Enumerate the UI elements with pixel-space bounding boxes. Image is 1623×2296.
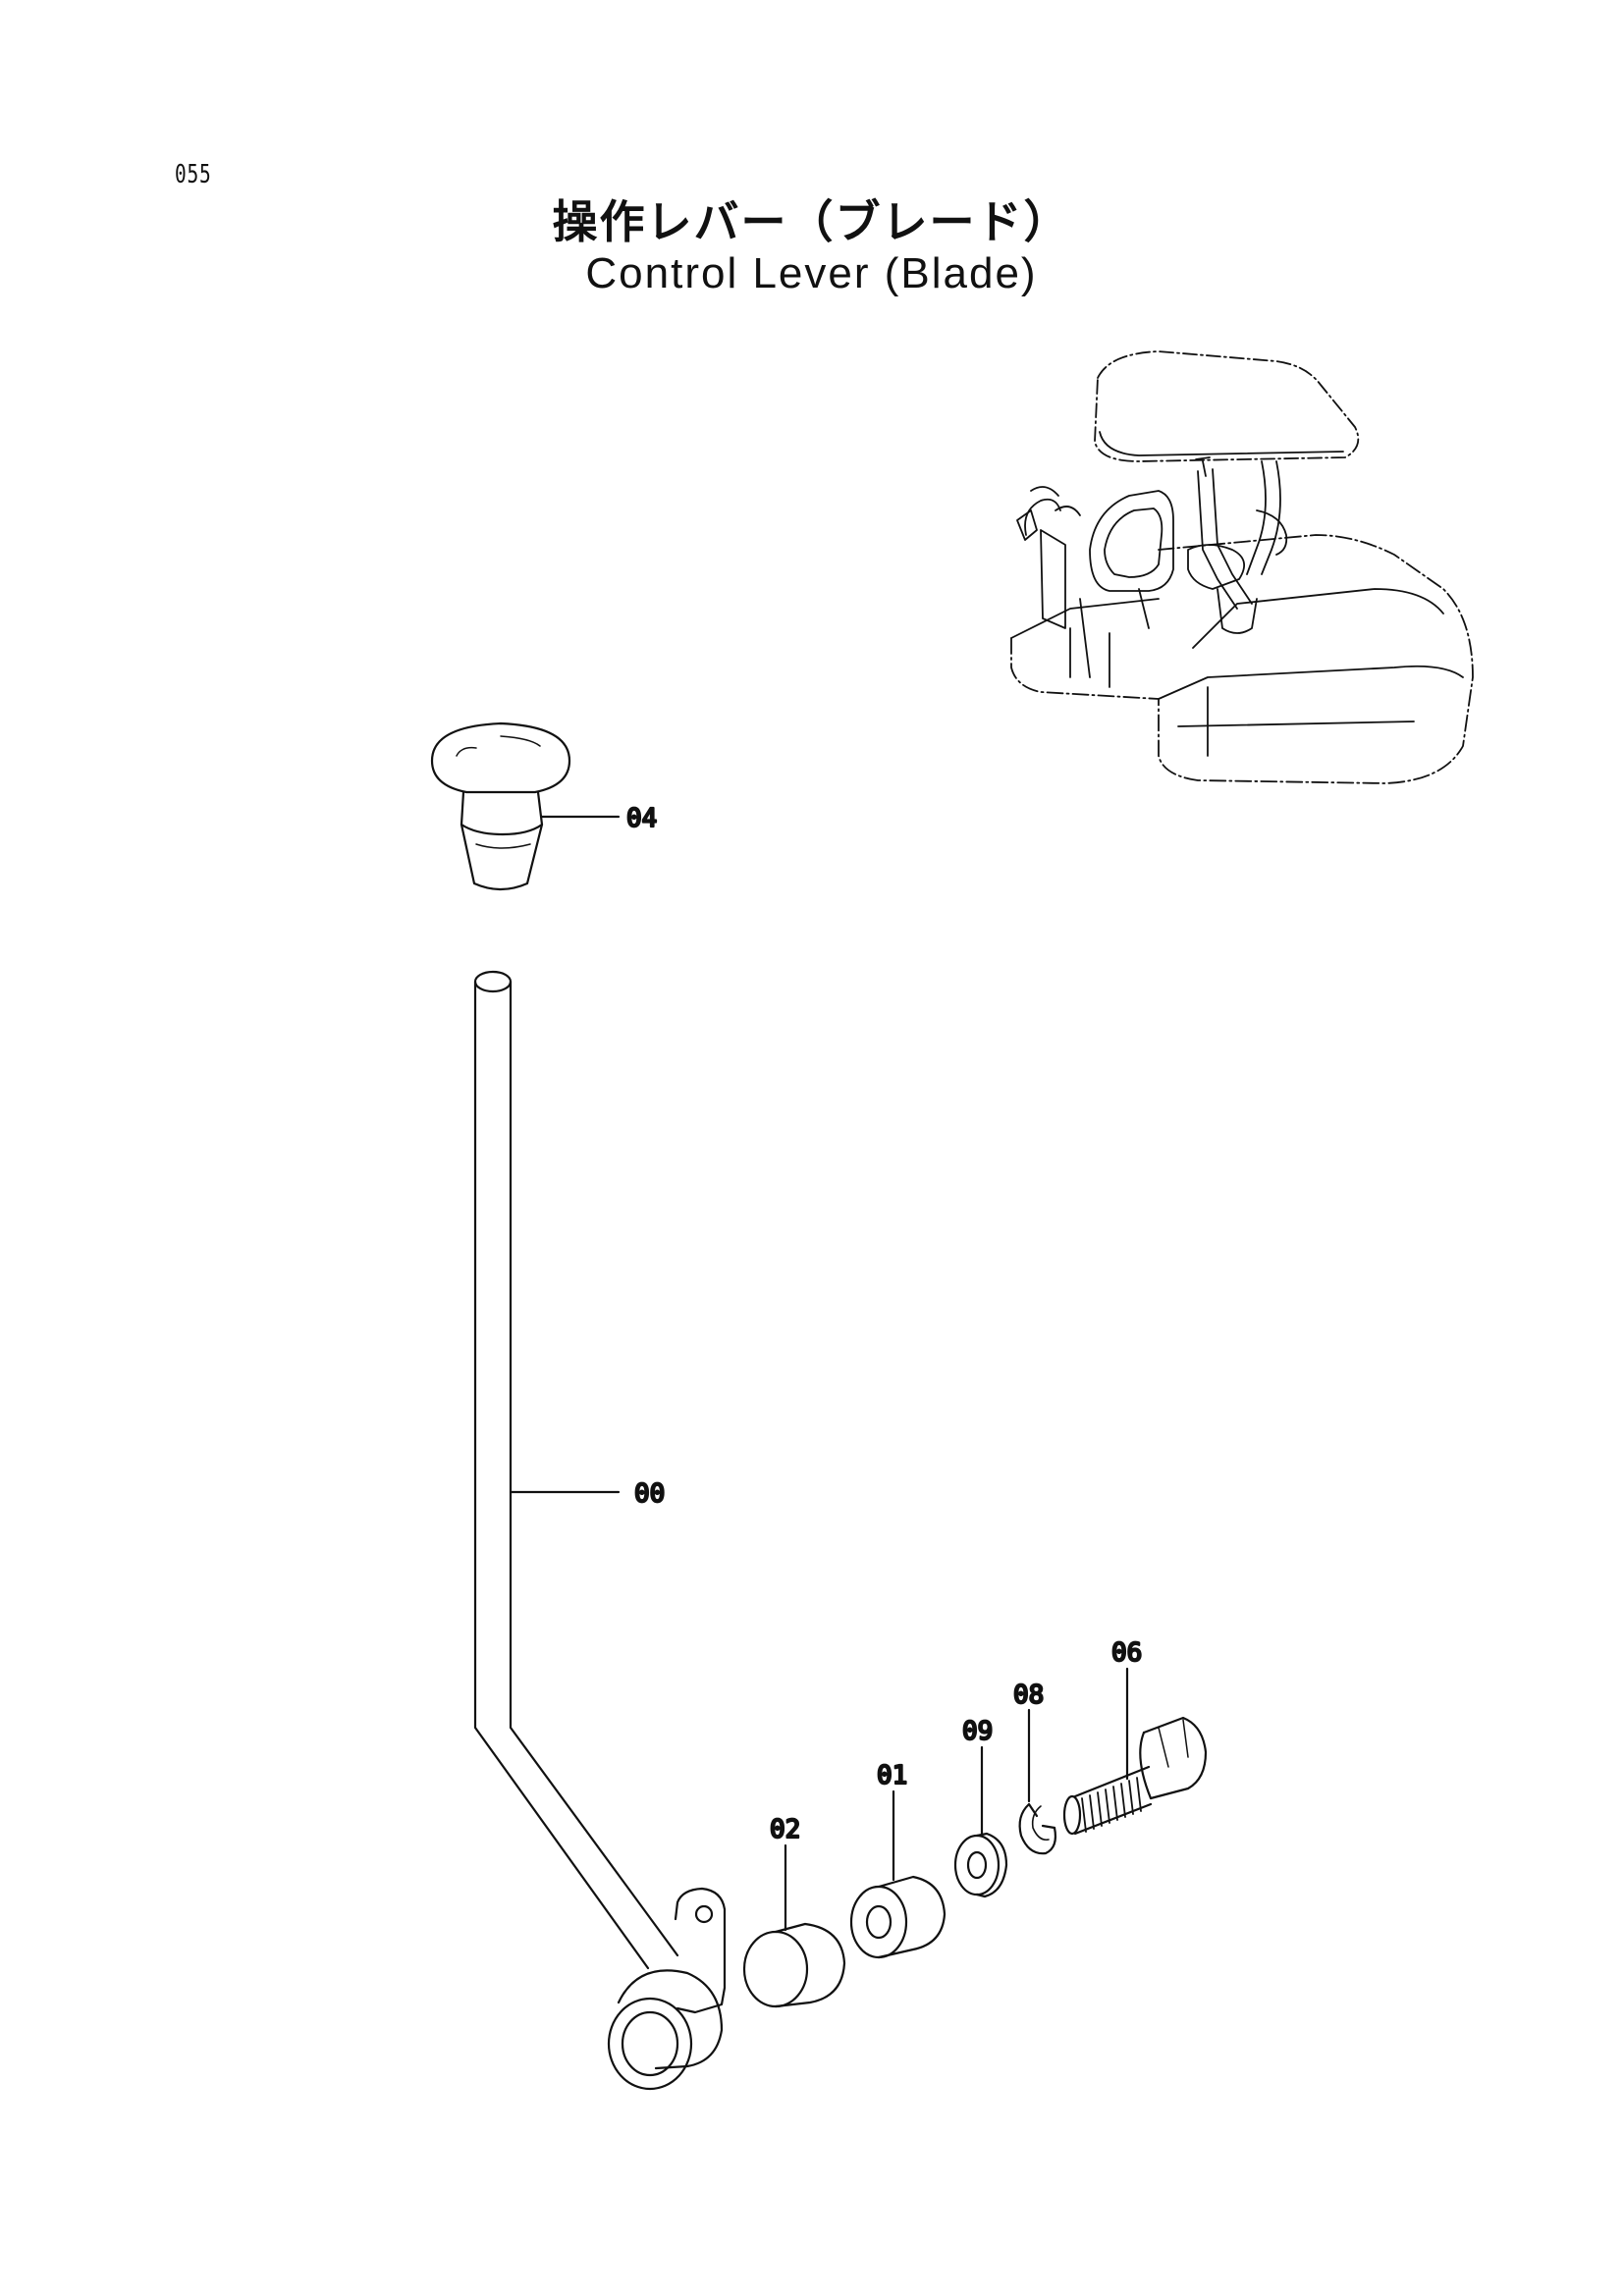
part-04-knob: [430, 721, 621, 891]
callout-06: 06: [1111, 1638, 1142, 1668]
part-09-washer: [953, 1745, 1008, 1898]
part-02-bushing: [742, 1843, 846, 2008]
part-06-bolt: [1062, 1667, 1208, 1836]
part-01-collar: [849, 1789, 947, 1959]
callout-08: 08: [1013, 1681, 1044, 1710]
page-number: 055: [175, 160, 212, 189]
callout-09: 09: [962, 1717, 993, 1746]
callout-01: 01: [877, 1761, 907, 1790]
callout-04: 04: [626, 804, 657, 833]
part-00-lever-rod: [473, 970, 727, 2091]
page-title-japanese: 操作レバー（ブレード）: [552, 195, 1071, 248]
page-title-english: Control Lever (Blade): [585, 249, 1038, 297]
callout-00: 00: [634, 1479, 665, 1509]
callout-02: 02: [770, 1815, 800, 1844]
machine-location-view: [1010, 350, 1474, 784]
part-08-snap-ring: [1018, 1708, 1057, 1855]
